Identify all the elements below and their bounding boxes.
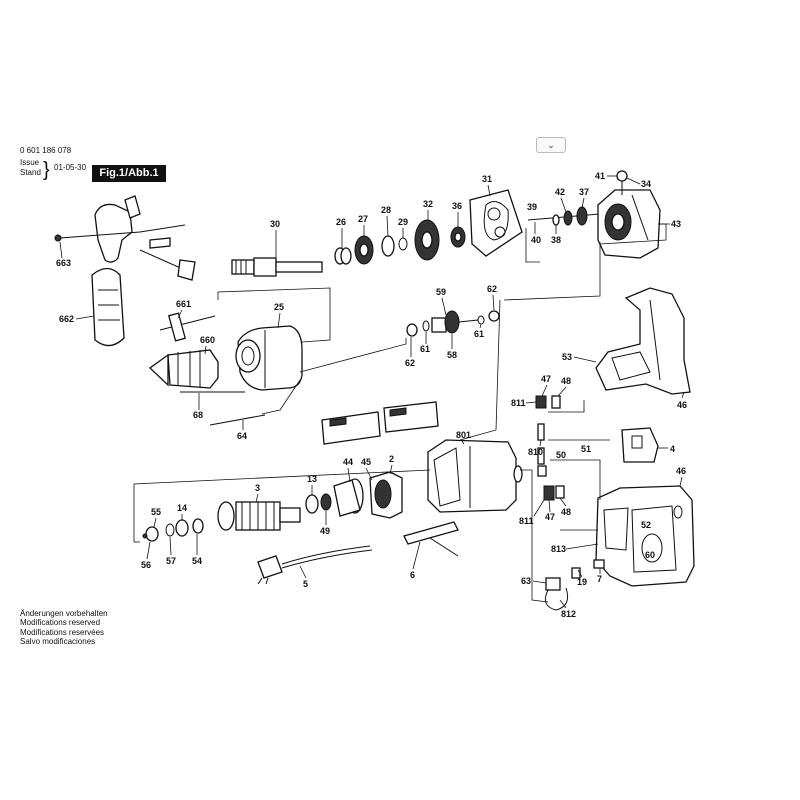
callout-42: 42: [555, 187, 565, 197]
switch: [621, 427, 659, 463]
callout-4: 4: [670, 444, 675, 454]
callout-62a: 62: [487, 284, 497, 294]
callout-47b: 47: [545, 512, 555, 522]
callout-29: 29: [398, 217, 408, 227]
rating-labels: [321, 401, 439, 445]
notice-line: Salvo modificaciones: [20, 637, 96, 647]
callout-68: 68: [193, 410, 203, 420]
callout-58: 58: [447, 350, 457, 360]
callout-57: 57: [166, 556, 176, 566]
callout-56: 56: [141, 560, 151, 570]
callout-64: 64: [237, 431, 247, 441]
callout-63: 63: [521, 576, 531, 586]
callout-5: 5: [303, 579, 308, 589]
chuck-assembly: [148, 312, 266, 426]
intermediate-shaft: [527, 206, 601, 226]
callout-2: 2: [389, 454, 394, 464]
callout-51: 51: [581, 444, 591, 454]
callout-54: 54: [192, 556, 202, 566]
callout-14: 14: [177, 503, 187, 513]
callout-662: 662: [59, 314, 74, 324]
callout-811a: 811: [511, 398, 526, 408]
power-cord: [257, 545, 373, 585]
callout-53: 53: [562, 352, 572, 362]
issue-date: 01-05-30: [54, 163, 87, 172]
callout-43: 43: [671, 219, 681, 229]
stator: [333, 471, 403, 519]
brace-glyph: }: [43, 159, 50, 181]
callout-26: 26: [336, 217, 346, 227]
callout-41: 41: [595, 171, 605, 181]
callout-661: 661: [176, 299, 191, 309]
handle-frame-upper: [595, 287, 691, 395]
callout-3: 3: [255, 483, 260, 493]
callout-61b: 61: [474, 329, 484, 339]
callout-39: 39: [527, 202, 537, 212]
callout-48b: 48: [561, 507, 571, 517]
gear-housing: [235, 325, 303, 391]
side-handle: [54, 195, 196, 347]
callout-7: 7: [597, 574, 602, 584]
capacitor-parts: [544, 559, 605, 611]
callout-19: 19: [577, 577, 587, 587]
modifications-notice: Änderungen vorbehalten Modifications res…: [20, 609, 108, 647]
cable-sleeve: [403, 521, 459, 557]
gear-plate: [469, 189, 523, 257]
callout-52: 52: [641, 520, 651, 530]
callout-60: 60: [645, 550, 655, 560]
issue-label: Issue: [20, 158, 40, 167]
spindle-train: [231, 219, 466, 277]
motor-housing: [427, 439, 523, 513]
callout-46b: 46: [676, 466, 686, 476]
handle-frame-lower: [595, 485, 695, 587]
notice-line: Modifications reservées: [20, 627, 105, 637]
stand-label: Stand: [20, 168, 41, 177]
callout-6: 6: [410, 570, 415, 580]
leader-lines: [133, 223, 667, 603]
part-number: 0 601 186 078: [20, 146, 72, 155]
callout-40: 40: [531, 235, 541, 245]
callout-30: 30: [270, 219, 280, 229]
callout-27: 27: [358, 214, 368, 224]
callout-45: 45: [361, 457, 371, 467]
callout-36: 36: [452, 201, 462, 211]
callout-49: 49: [320, 526, 330, 536]
callout-32: 32: [423, 199, 433, 209]
part-callouts: 30 26 27 28 29 32 36 31 39 40 42 38 37: [56, 171, 687, 619]
callout-48a: 48: [561, 376, 571, 386]
callout-46a: 46: [677, 400, 687, 410]
callout-813: 813: [551, 544, 566, 554]
callout-37: 37: [579, 187, 589, 197]
callout-44: 44: [343, 457, 353, 467]
callout-810: 810: [528, 447, 543, 457]
callout-13: 13: [307, 474, 317, 484]
callout-811b: 811: [519, 516, 534, 526]
callout-25: 25: [274, 302, 284, 312]
callout-61a: 61: [420, 344, 430, 354]
figure-label: Fig.1/Abb.1: [92, 165, 166, 182]
callout-55: 55: [151, 507, 161, 517]
callout-660: 660: [200, 335, 215, 345]
notice-line: Änderungen vorbehalten: [20, 609, 108, 618]
callout-50: 50: [556, 450, 566, 460]
callout-62b: 62: [405, 358, 415, 368]
notice-line: Modifications reserved: [20, 618, 101, 628]
callout-801: 801: [456, 430, 471, 440]
callout-28: 28: [381, 205, 391, 215]
middle-shaft: [406, 310, 500, 337]
chevron-down-icon[interactable]: ⌄: [536, 137, 566, 153]
callout-59: 59: [436, 287, 446, 297]
callout-31: 31: [482, 174, 492, 184]
callout-38: 38: [551, 235, 561, 245]
callout-812: 812: [561, 609, 576, 619]
callout-663: 663: [56, 258, 71, 268]
callout-47a: 47: [541, 374, 551, 384]
callout-34: 34: [641, 179, 651, 189]
armature: [217, 493, 332, 531]
front-bearing-parts: [142, 518, 204, 542]
